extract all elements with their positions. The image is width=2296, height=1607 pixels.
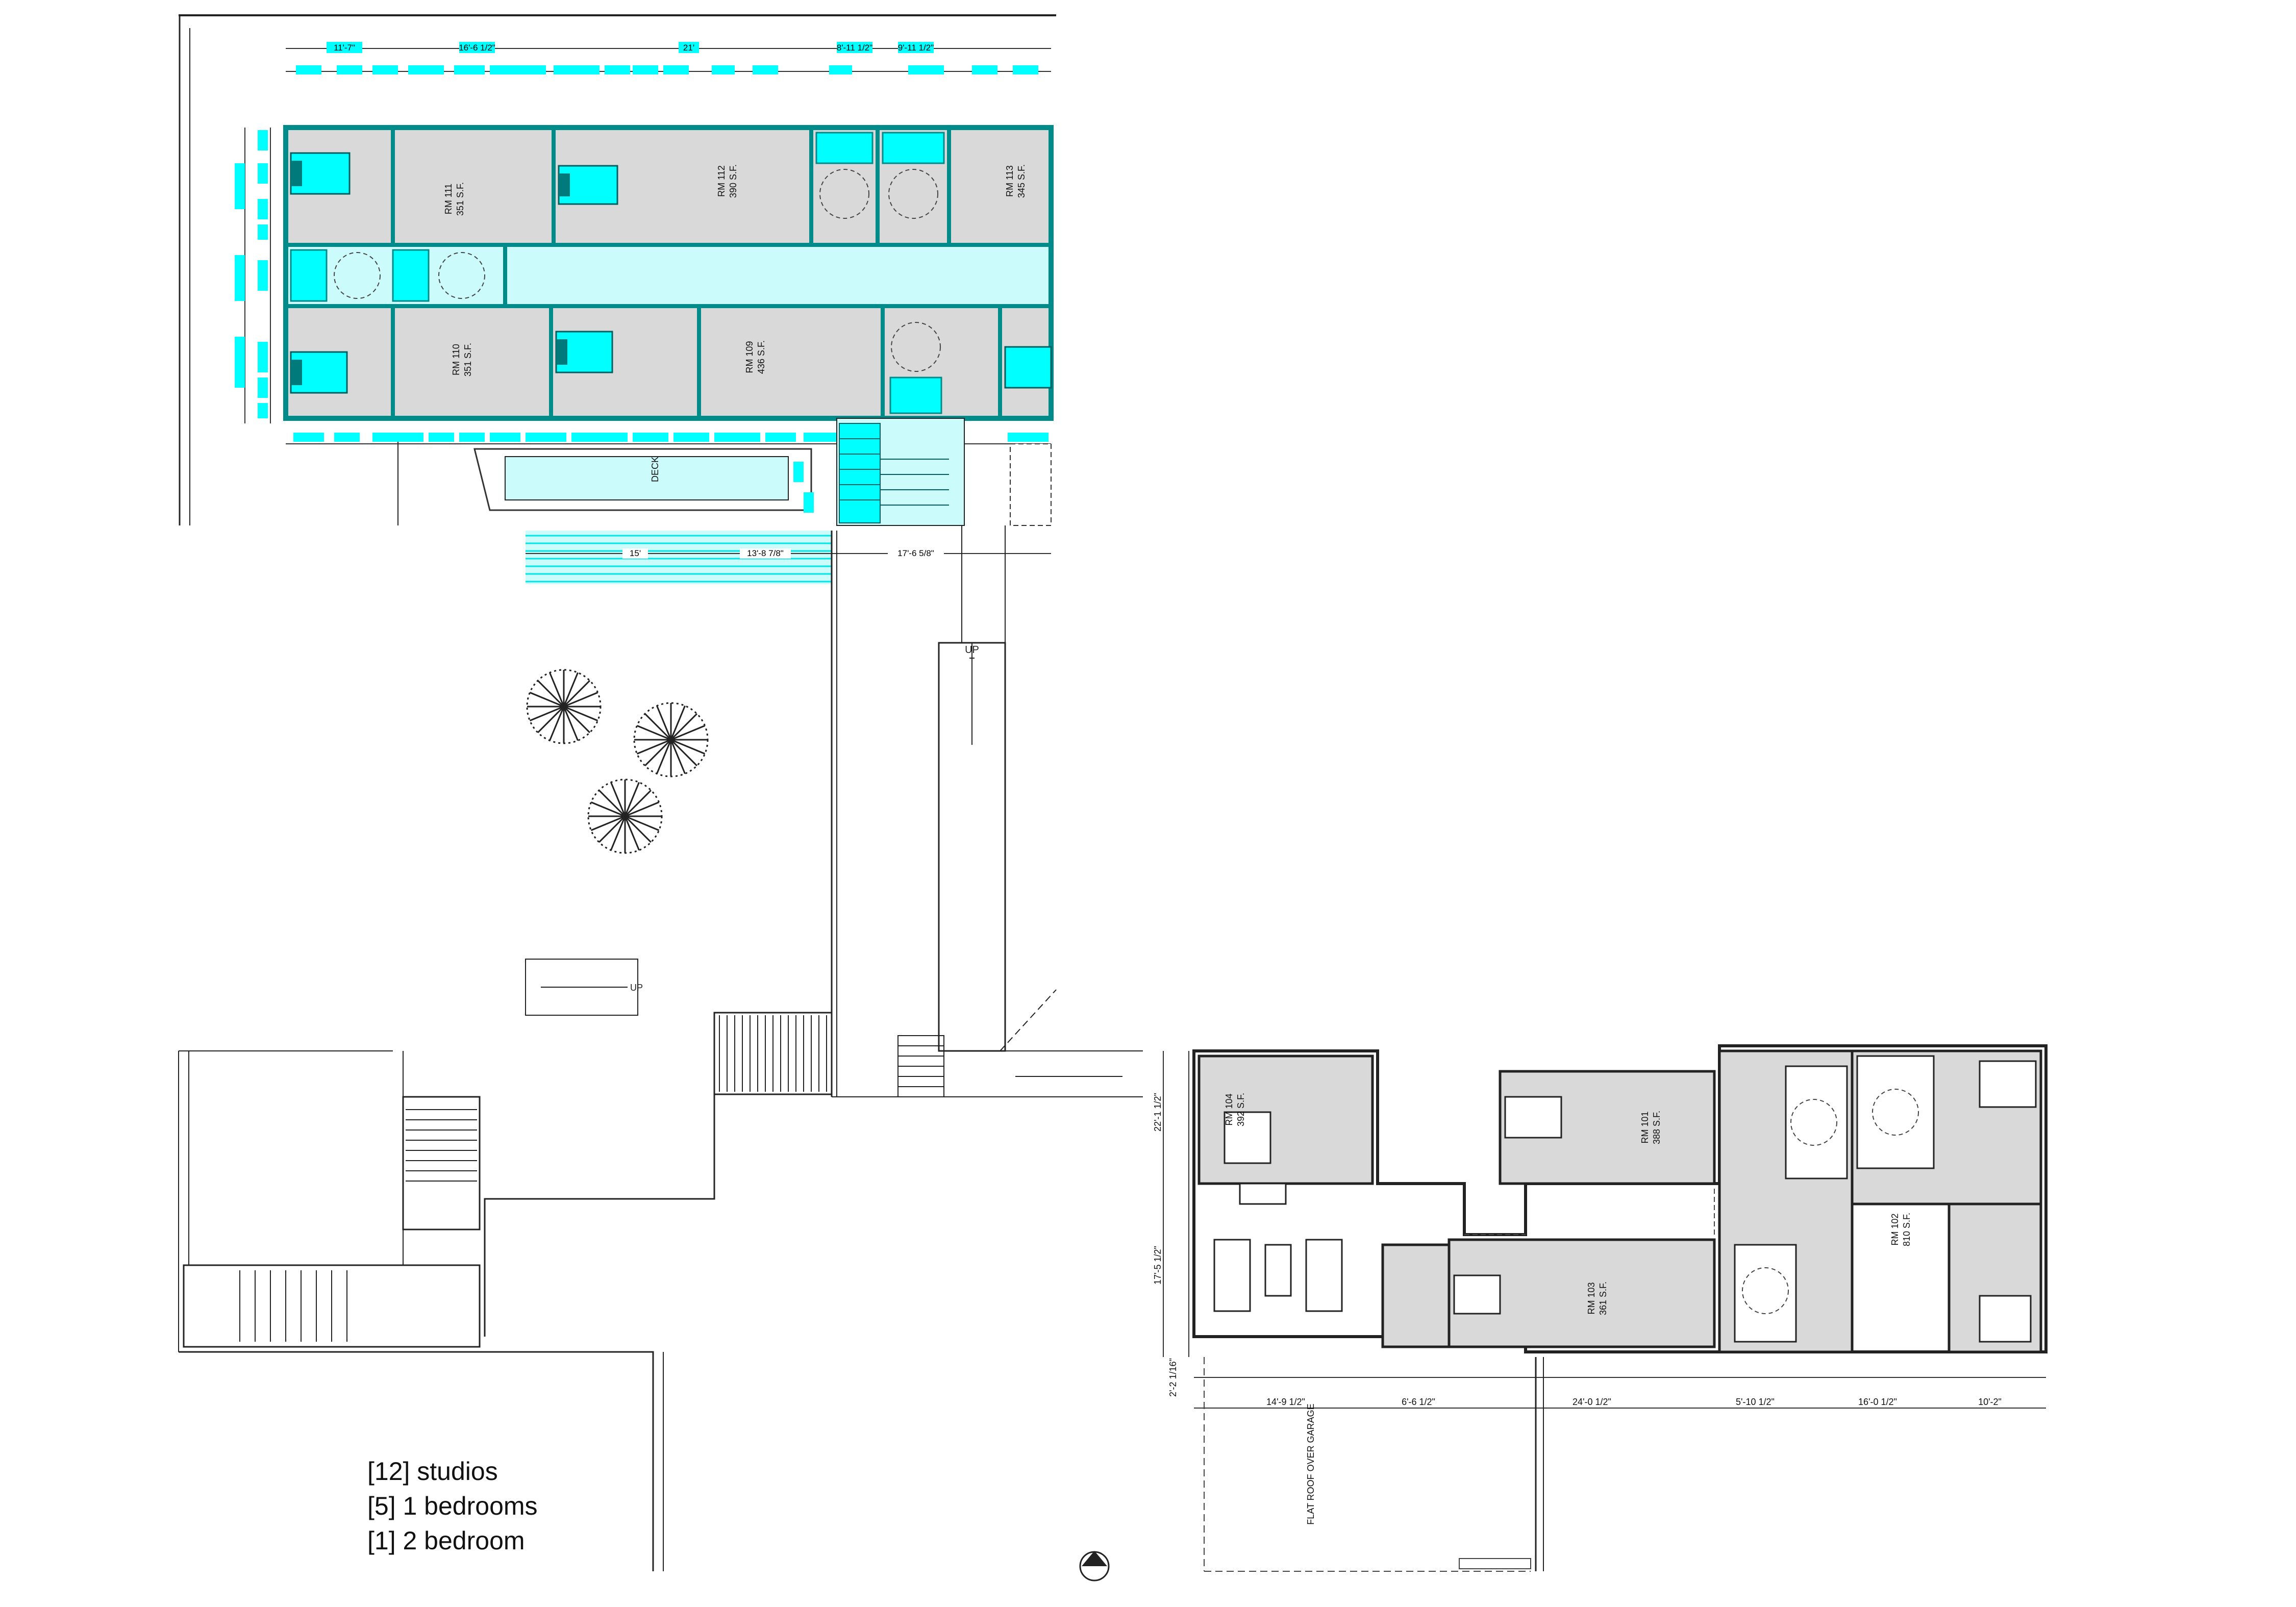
walkway-band: 15' 13'-8 7/8" 17'-6 5/8"	[526, 531, 1051, 584]
tree-spoke	[644, 713, 672, 741]
bottom-dim-2: 13'-8 7/8"	[747, 548, 784, 558]
room-area: 351 S.F.	[455, 182, 465, 216]
tree-icon	[526, 669, 709, 854]
ramp-up-label: UP	[965, 644, 979, 656]
unit-count-legend: [12] studios [5] 1 bedrooms [1] 2 bedroo…	[367, 1454, 538, 1558]
upper-stair	[836, 418, 1052, 526]
tree-spoke	[549, 672, 565, 707]
top-dimension-strip: 11'-7" 16'-6 1/2" 21' 8'-11 1/2" 9'-11 1…	[286, 42, 1051, 74]
lower-beds	[1224, 1060, 2037, 1343]
tree-spoke	[610, 782, 626, 817]
top-dim-3: 21'	[683, 43, 694, 53]
room-name: RM 111	[443, 184, 454, 214]
tree-spoke	[590, 815, 626, 831]
tree-spoke	[563, 706, 598, 721]
site-area: UP UP	[178, 525, 1143, 1571]
tree-spoke	[563, 692, 598, 708]
tree-spoke	[624, 782, 640, 817]
room-name: RM 109	[744, 341, 755, 373]
room-area: 390 S.F.	[728, 164, 738, 198]
tree-spoke	[656, 739, 672, 774]
tree-spoke	[636, 739, 671, 755]
room-name: RM 101	[1640, 1111, 1650, 1143]
top-dim-5: 9'-11 1/2"	[898, 43, 934, 53]
ramp-up-label: UP	[630, 983, 643, 993]
bottom-dim: 5'-10 1/2"	[1736, 1397, 1775, 1407]
top-dim-1: 11'-7"	[334, 43, 355, 53]
tree-spoke	[529, 692, 564, 708]
lower-furniture	[1213, 1183, 1343, 1312]
lower-left-dims: 22'-1 1/2" 17'-5 1/2" 2'-2 1/16"	[1153, 1051, 1189, 1397]
room-name: RM 113	[1005, 165, 1015, 197]
tree-spoke	[563, 706, 579, 741]
tree-spoke	[670, 725, 706, 741]
roof-label: FLAT ROOF OVER GARAGE	[1306, 1403, 1316, 1524]
tree-spoke	[549, 706, 565, 741]
bottom-dim: 14'-9 1/2"	[1266, 1397, 1305, 1407]
bottom-dim: 24'-0 1/2"	[1573, 1397, 1611, 1407]
room-name: RM 102	[1890, 1213, 1900, 1245]
lower-bottom-dims: 14'-9 1/2" 6'-6 1/2" 24'-0 1/2" 5'-10 1/…	[1194, 1377, 2046, 1409]
room-name: RM 103	[1586, 1282, 1596, 1314]
bottom-dim: 6'-6 1/2"	[1402, 1397, 1435, 1407]
lower-floor-plan: RM 104 392 S.F. RM 101 388 S.F. RM 102 8…	[1079, 1044, 2048, 1581]
north-arrow-icon	[1079, 1551, 1110, 1581]
deck: DECK	[473, 448, 814, 513]
bottom-dim-1: 15'	[630, 548, 641, 558]
legend-two-bedroom: [1] 2 bedroom	[367, 1526, 525, 1555]
room-area: 810 S.F.	[1902, 1213, 1912, 1246]
deck-label: DECK	[650, 457, 660, 482]
tree-spoke	[625, 815, 660, 831]
tree-spoke	[610, 816, 626, 851]
tree-spoke	[670, 739, 697, 766]
tree-spoke	[598, 790, 626, 817]
tree-spoke	[624, 815, 652, 843]
left-dim: 17'-5 1/2"	[1153, 1246, 1163, 1285]
tree-spoke	[590, 801, 626, 817]
room-area: 361 S.F.	[1598, 1282, 1608, 1315]
tree-spoke	[644, 739, 672, 766]
room-name: RM 112	[716, 165, 727, 197]
garage-roof: FLAT ROOF OVER GARAGE	[1204, 1357, 1544, 1572]
tree-spoke	[670, 739, 706, 755]
bottom-dim: 10'-2"	[1978, 1397, 2002, 1407]
lower-room-labels: RM 104 392 S.F. RM 101 388 S.F. RM 102 8…	[1224, 1093, 1912, 1315]
tree-spoke	[529, 706, 564, 721]
room-area: 351 S.F.	[463, 343, 473, 376]
tree-spoke	[537, 680, 565, 708]
tree-spoke	[624, 790, 652, 817]
legend-one-bedrooms: [5] 1 bedrooms	[367, 1492, 538, 1520]
tree-spoke	[563, 672, 579, 707]
left-dim: 2'-2 1/16"	[1168, 1358, 1178, 1397]
tree-spoke	[563, 680, 590, 708]
tree-spoke	[636, 725, 671, 741]
tree-spoke	[537, 706, 565, 733]
upper-floor-plan: 11'-7" 16'-6 1/2" 21' 8'-11 1/2" 9'-11 1…	[179, 14, 1056, 584]
room-area: 388 S.F.	[1652, 1111, 1662, 1144]
top-dim-4: 8'-11 1/2"	[837, 43, 872, 53]
tree-spoke	[670, 713, 697, 741]
tree-spoke	[625, 801, 660, 817]
tree-spoke	[598, 815, 626, 843]
tree-spoke	[563, 706, 590, 733]
tree-spoke	[656, 705, 672, 740]
top-dim-2: 16'-6 1/2"	[459, 43, 495, 53]
upper-room-labels: RM 111 351 S.F. RM 112 390 S.F. RM 113 3…	[443, 164, 1027, 376]
tree-spoke	[670, 705, 686, 740]
room-name: RM 110	[451, 344, 461, 375]
bottom-dim-3: 17'-6 5/8"	[897, 548, 934, 558]
upper-bathrooms	[290, 132, 945, 414]
room-area: 345 S.F.	[1016, 164, 1027, 198]
left-dim: 22'-1 1/2"	[1153, 1093, 1163, 1132]
legend-studios: [12] studios	[367, 1457, 498, 1486]
left-dimension-strip	[235, 128, 271, 423]
bottom-dim: 16'-0 1/2"	[1858, 1397, 1897, 1407]
room-area: 392 S.F.	[1236, 1093, 1246, 1126]
tree-spoke	[624, 816, 640, 851]
room-area: 436 S.F.	[756, 340, 766, 374]
tree-spoke	[670, 739, 686, 774]
room-name: RM 104	[1224, 1093, 1234, 1125]
